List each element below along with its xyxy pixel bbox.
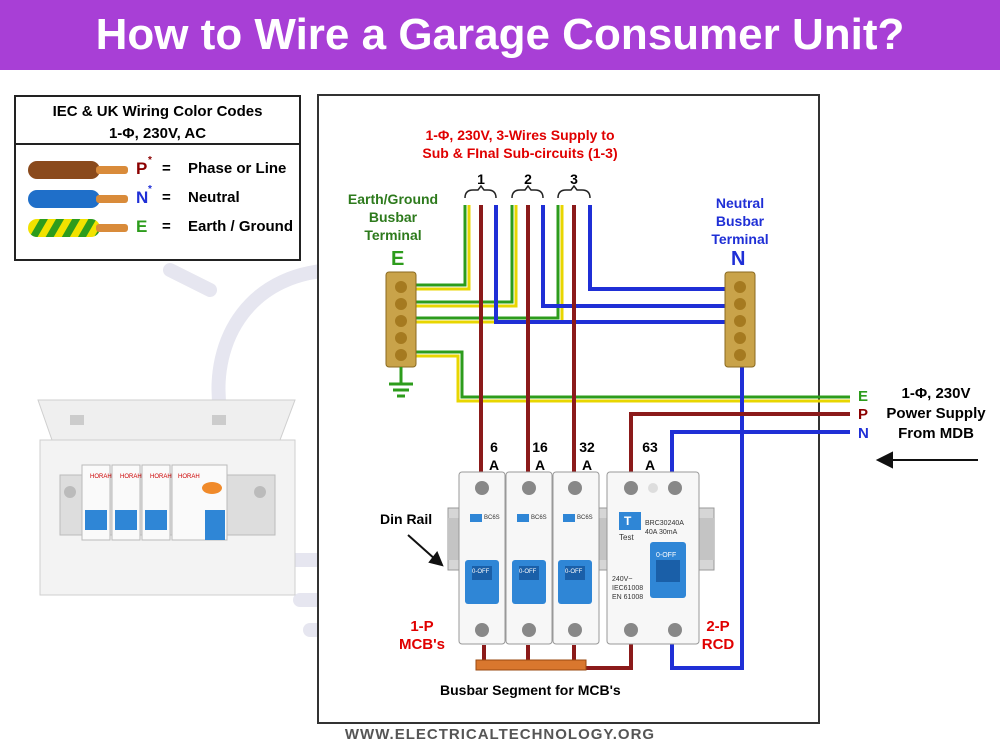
mcb-rating-1-unit: A <box>488 457 500 473</box>
supply-title: 1-Φ, 230V, 3-Wires Supply to Sub & FInal… <box>400 126 640 162</box>
brown-wire-icon <box>28 161 128 179</box>
rcd-rating-unit: A <box>644 457 656 473</box>
blue-wire-icon <box>28 190 128 208</box>
mcb-label-line2: MCB's <box>398 636 446 653</box>
unit-brand-3: HORAH <box>150 474 172 480</box>
unit-brand-1: HORAH <box>90 474 112 480</box>
earth-busbar-line3: Terminal <box>364 227 422 243</box>
legend-eq-e: = <box>162 218 171 235</box>
rcd-spec3: EN 61008 <box>612 594 644 601</box>
circuit-number-2: 2 <box>524 171 532 187</box>
neutral-busbar-line1: Neutral <box>715 195 765 211</box>
unit-brand-4: HORAH <box>178 474 200 480</box>
neutral-busbar-line2: Busbar <box>715 213 765 229</box>
website-footer: WWW.ELECTRICALTECHNOLOGY.ORG <box>344 726 656 743</box>
color-code-legend: IEC & UK Wiring Color Codes 1-Φ, 230V, A… <box>14 95 301 261</box>
circuit-number-3: 3 <box>570 171 578 187</box>
page-title: How to Wire a Garage Consumer Unit? <box>0 0 1000 70</box>
mcb-rating-1: 6 A <box>482 438 506 474</box>
busbar-segment-label: Busbar Segment for MCB's <box>440 682 621 698</box>
legend-text-neutral: Neutral <box>188 189 240 206</box>
unit-brand-2: HORAH <box>120 474 142 480</box>
rcd-ratings-text: 240V~ IEC61008 EN 61008 <box>612 575 643 602</box>
din-rail-label: Din Rail <box>380 511 433 527</box>
legend-letter-p: P <box>136 159 148 178</box>
legend-eq-n: = <box>162 189 171 206</box>
mcb-label-line1: 1-P <box>410 618 434 635</box>
neutral-busbar-letter: N <box>731 248 746 270</box>
rcd-spec2: IEC61008 <box>612 585 644 592</box>
incoming-label-line2: Power Supply <box>886 405 986 422</box>
incoming-letter-n: N <box>858 425 869 442</box>
legend-heading: IEC & UK Wiring Color Codes 1-Φ, 230V, A… <box>16 97 299 145</box>
mcb-rating-3-value: 32 <box>579 439 595 455</box>
legend-text-earth: Earth / Ground <box>188 218 293 235</box>
earth-busbar-line2: Busbar <box>368 209 418 225</box>
supply-title-line2: Sub & FInal Sub-circuits (1-3) <box>422 145 618 161</box>
legend-heading-line2: 1-Φ, 230V, AC <box>108 125 207 142</box>
incoming-label-line1: 1-Φ, 230V <box>901 385 971 402</box>
mcb2-off: 0-OFF <box>519 569 537 575</box>
legend-row-phase: P * = Phase or Line <box>26 155 296 183</box>
mcb-rating-2: 16 A <box>528 438 552 474</box>
incoming-supply-label: 1-Φ, 230V Power Supply From MDB <box>878 384 994 444</box>
incoming-label-line3: From MDB <box>898 425 974 442</box>
legend-letter-n: N <box>136 188 149 207</box>
mcb-rating-3: 32 A <box>575 438 599 474</box>
earth-busbar-letter: E <box>391 248 405 270</box>
legend-row-neutral: N * = Neutral <box>26 184 296 212</box>
circuit-number-1: 1 <box>477 171 485 187</box>
rcd-rating: 63 A <box>638 438 662 474</box>
rcd-label: 2-P RCD <box>698 618 738 654</box>
mcb1-model: BC6S <box>484 515 500 521</box>
rcd-off-label: 0-OFF <box>656 552 677 559</box>
legend-star-n: * <box>148 184 152 195</box>
rcd-spec: 40A 30mA <box>645 529 678 536</box>
earth-busbar-label: Earth/Ground Busbar Terminal <box>338 190 448 244</box>
mcb3-model: BC6S <box>577 515 593 521</box>
green-yellow-wire-icon <box>28 219 128 237</box>
mcb-rating-2-unit: A <box>534 457 546 473</box>
consumer-unit-photo: HORAH HORAH HORAH HORAH <box>37 399 296 596</box>
mcb-label: 1-P MCB's <box>392 618 452 654</box>
mcb2-model: BC6S <box>531 515 547 521</box>
rcd-rating-value: 63 <box>642 439 658 455</box>
neutral-busbar-line3: Terminal <box>711 231 769 247</box>
earth-busbar-line1: Earth/Ground <box>347 191 439 207</box>
rcd-t-label: T <box>624 514 632 528</box>
legend-star-p: * <box>148 155 152 166</box>
rcd-test-label: Test <box>619 533 634 542</box>
legend-row-earth: E = Earth / Ground <box>26 215 296 241</box>
incoming-letter-e: E <box>858 388 869 405</box>
mcb-rating-2-value: 16 <box>532 439 548 455</box>
legend-eq-p: = <box>162 160 171 177</box>
mcb-rating-3-unit: A <box>581 457 593 473</box>
rcd-spec1: 240V~ <box>612 576 633 583</box>
rcd-label-line1: 2-P <box>706 618 730 635</box>
mcb-rating-1-value: 6 <box>490 439 498 455</box>
legend-letter-e: E <box>136 217 148 236</box>
rcd-model: BRC30240A <box>645 520 684 527</box>
rcd-label-line2: RCD <box>701 636 735 653</box>
mcb1-off: 0-OFF <box>472 569 490 575</box>
legend-text-phase: Phase or Line <box>188 160 287 177</box>
neutral-busbar-label: Neutral Busbar Terminal <box>690 194 790 248</box>
incoming-letter-p: P <box>858 406 869 423</box>
supply-title-line1: 1-Φ, 230V, 3-Wires Supply to <box>425 127 615 143</box>
legend-heading-line1: IEC & UK Wiring Color Codes <box>52 103 263 120</box>
mcb3-off: 0-OFF <box>565 569 583 575</box>
